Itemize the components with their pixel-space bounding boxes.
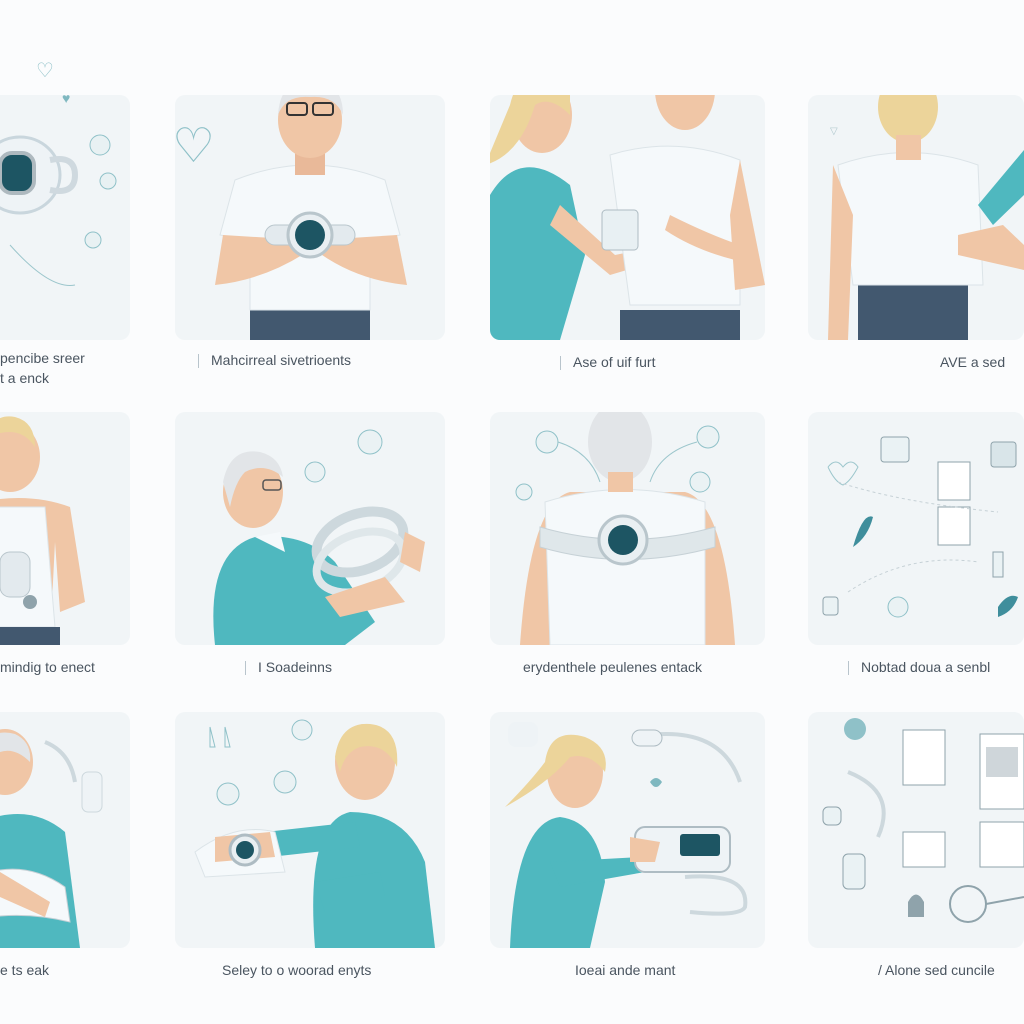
records-diagram-illustration (822, 718, 1024, 923)
panel-man-holding-strap (175, 412, 445, 645)
caption-text: AVE a sed (940, 354, 1006, 370)
caption-marker (560, 356, 567, 371)
caption-12: / Alone sed cuncile (878, 960, 995, 980)
caption-text: Mahcirreal sivetrioents (211, 352, 352, 368)
caption-8: Nobtad doua a senbl (848, 657, 990, 677)
device-diagram-illustration (0, 134, 117, 286)
caption-9: e ts eak (0, 960, 49, 980)
caption-text: mindig to enect (0, 659, 95, 675)
woman-wrist-device-illustration (194, 719, 435, 948)
heart-icon: ♡ (36, 60, 54, 82)
caption-text: Nobtad doua a senbl (861, 659, 991, 675)
panel-device-diagram (0, 95, 130, 340)
panel-records-diagram (808, 712, 1024, 948)
back-view-illustration (828, 95, 1024, 340)
caption-3: Ase of uif furt (560, 352, 655, 372)
caption-11: Ioeai ande mant (575, 960, 675, 980)
heart-icon: ♥ (62, 90, 71, 106)
caption-7: erydenthele peulenes entack (523, 657, 702, 677)
panel-man-in-tank-top (0, 412, 130, 645)
panel-back-view (808, 95, 1024, 340)
caption-marker (848, 661, 855, 676)
chevron-down-icon: ▽ (830, 126, 838, 137)
caption-text: pencibe sreer (0, 350, 85, 366)
panel-woman-with-monitor (490, 712, 765, 948)
caption-marker (198, 354, 205, 369)
icons-diagram-illustration (822, 436, 1018, 618)
back-with-device-illustration (515, 412, 735, 645)
caption-1: pencibe sreer t a enck (0, 348, 85, 388)
man-holding-strap-illustration (213, 429, 425, 645)
panel-nurse-with-patient (490, 95, 765, 340)
nurse-with-patient-illustration (490, 95, 765, 340)
caption-text: Ase of uif furt (573, 354, 656, 370)
caption-marker (245, 661, 252, 676)
caption-text: / Alone sed cuncile (878, 962, 995, 978)
panel-man-arm-wrap (0, 712, 130, 948)
caption-4: AVE a sed (940, 352, 1005, 372)
caption-text: e ts eak (0, 962, 50, 978)
caption-6: I Soadeinns (245, 657, 332, 677)
panel-back-with-device (490, 412, 765, 645)
caption-2: Mahcirreal sivetrioents (198, 350, 351, 370)
man-arm-wrap-illustration (0, 729, 103, 948)
panel-icons-diagram (808, 412, 1024, 645)
caption-5: mindig to enect (0, 657, 95, 677)
caption-text: Seley to o woorad enyts (222, 962, 372, 978)
panel-woman-wrist-device (175, 712, 445, 948)
man-in-tank-top-illustration (0, 416, 85, 645)
caption-text: t a enck (0, 370, 50, 386)
panel-man-holding-device (175, 95, 445, 340)
heart-monitor-icon: ♡ (172, 120, 216, 173)
caption-text: I Soadeinns (258, 659, 332, 675)
woman-with-monitor-illustration (505, 722, 748, 948)
caption-text: Ioeai ande mant (575, 962, 676, 978)
man-holding-device-illustration (215, 95, 407, 340)
caption-10: Seley to o woorad enyts (222, 960, 371, 980)
caption-text: erydenthele peulenes entack (523, 659, 703, 675)
